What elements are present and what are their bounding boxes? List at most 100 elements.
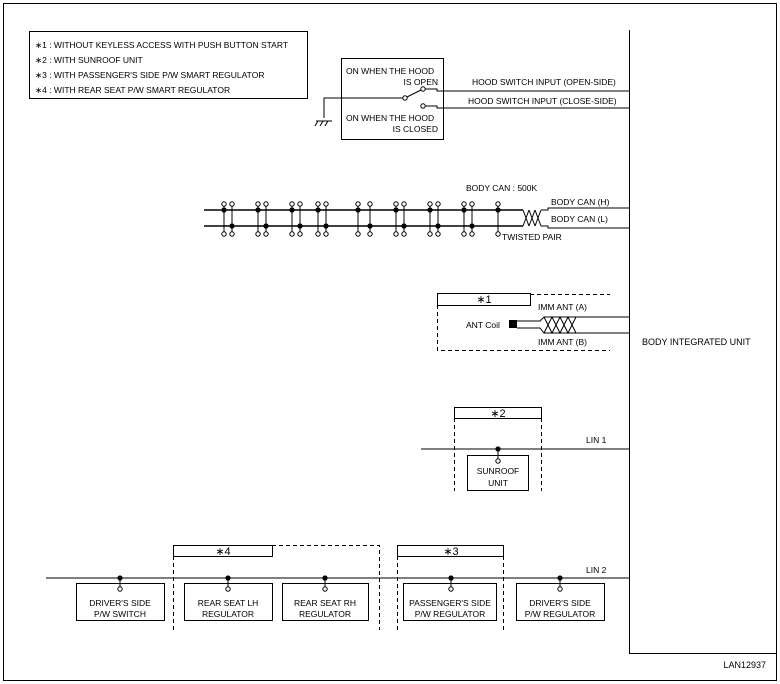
can-twisted-label: TWISTED PAIR (502, 232, 562, 242)
sunroof-label-2: UNIT (488, 478, 508, 488)
can-terminal (401, 201, 407, 207)
passenger-label-2: P/W REGULATOR (415, 609, 486, 619)
can-terminal (435, 231, 441, 237)
sunroof-terminal (495, 458, 501, 464)
rear-rh-label-1: REAR SEAT RH (294, 598, 356, 608)
hood-closed-label-1: ON WHEN THE HOOD (346, 113, 434, 123)
can-node (427, 207, 433, 213)
can-terminal (461, 231, 467, 237)
can-high-label: BODY CAN (H) (551, 197, 610, 207)
sunroof-label-1: SUNROOF (477, 466, 520, 476)
can-terminal (495, 201, 501, 207)
can-node (315, 207, 321, 213)
can-terminal (229, 201, 235, 207)
can-terminal (393, 231, 399, 237)
drivers-regulator-label-1: DRIVER'S SIDE (529, 598, 591, 608)
can-node (367, 223, 373, 229)
drivers-switch-label-2: P/W SWITCH (94, 609, 146, 619)
lin2-pass-condition: ∗3 (443, 546, 458, 558)
can-terminal (367, 201, 373, 207)
can-terminal (469, 201, 475, 207)
lin1-bus: ∗2 SUNROOF UNIT LIN 1 (421, 407, 629, 491)
imm-ant-a-label: IMM ANT (A) (538, 302, 587, 312)
outer-frame (3, 3, 777, 681)
can-terminal (435, 201, 441, 207)
can-low-out (541, 225, 629, 229)
drivers-switch-box (76, 583, 165, 621)
rear-rh-box (282, 583, 369, 621)
hood-closed-label-2: IS CLOSED (393, 124, 438, 134)
legend-item-4: ∗4 : WITH REAR SEAT P/W SMART REGULATOR (35, 85, 230, 95)
can-twist (522, 209, 542, 227)
can-speed-label: BODY CAN : 500K (466, 183, 538, 193)
drivers-switch-label-1: DRIVER'S SIDE (89, 598, 151, 608)
can-terminal (427, 201, 433, 207)
lin1-condition-box (454, 407, 542, 419)
can-node (401, 223, 407, 229)
hood-switch-box (341, 58, 444, 140)
ant-coil-symbol (509, 320, 517, 328)
can-terminal (221, 201, 227, 207)
lin2-rear-condition: ∗4 (215, 546, 230, 558)
can-node (221, 207, 227, 213)
can-low-label: BODY CAN (L) (551, 214, 608, 224)
can-high-out (541, 207, 629, 211)
imm-condition: ∗1 (476, 294, 491, 306)
can-node (435, 223, 441, 229)
can-terminal (495, 231, 501, 237)
lin2-rear-dashed-region (173, 545, 380, 630)
passenger-regulator-box (403, 583, 497, 621)
sunroof-unit-box (467, 455, 529, 491)
immobilizer-antenna: ∗1 IMM ANT (A) IMM ANT (B) ANT Coil (437, 293, 629, 351)
can-terminal (263, 201, 269, 207)
rear-rh-label-2: REGULATOR (299, 609, 351, 619)
body-integrated-unit-label: BODY INTEGRATED UNIT (642, 337, 751, 347)
can-node (263, 223, 269, 229)
can-terminal (461, 201, 467, 207)
hood-switch-open-contact (420, 86, 426, 92)
can-terminal (263, 231, 269, 237)
can-terminal (355, 231, 361, 237)
lin1-label: LIN 1 (586, 435, 607, 445)
can-terminal (255, 231, 261, 237)
can-terminal (229, 231, 235, 237)
legend: ∗1 : WITHOUT KEYLESS ACCESS WITH PUSH BU… (29, 31, 308, 99)
imm-wire-a (517, 316, 629, 322)
can-terminal (289, 231, 295, 237)
body-can-bus: BODY CAN : 500K BODY CAN (H) BODY CAN (L… (204, 183, 629, 242)
hood-input-close-label: HOOD SWITCH INPUT (CLOSE-SIDE) (468, 96, 617, 106)
figure-id: LAN12937 (723, 660, 766, 670)
can-terminal (393, 201, 399, 207)
legend-item-3: ∗3 : WITH PASSENGER'S SIDE P/W SMART REG… (35, 70, 264, 80)
lin1-condition: ∗2 (490, 408, 505, 420)
ant-coil-label: ANT Coil (466, 320, 500, 330)
legend-item-2: ∗2 : WITH SUNROOF UNIT (35, 55, 143, 65)
can-node (289, 207, 295, 213)
hood-switch: ON WHEN THE HOOD IS OPEN ON WHEN THE HOO… (314, 58, 629, 140)
can-terminal (427, 231, 433, 237)
imm-dashed-region (437, 294, 610, 351)
passenger-label-1: PASSENGER'S SIDE (409, 598, 491, 608)
can-terminal (315, 201, 321, 207)
lin2-bus: ∗4 ∗3 LIN 2 DRIVER'S SIDE P/W SWITCH REA… (46, 545, 629, 630)
hood-switch-closed-contact (420, 103, 426, 109)
drivers-regulator-box (516, 583, 605, 621)
rear-lh-label-1: REAR SEAT LH (198, 598, 259, 608)
can-terminal (401, 231, 407, 237)
can-terminal (469, 231, 475, 237)
hood-switch-blade (406, 89, 422, 98)
body-integrated-unit-outline (629, 30, 776, 654)
lin2-pass-dashed-region (397, 556, 504, 630)
can-terminal (297, 201, 303, 207)
body-integrated-unit: BODY INTEGRATED UNIT (629, 30, 776, 654)
legend-item-1: ∗1 : WITHOUT KEYLESS ACCESS WITH PUSH BU… (35, 40, 288, 50)
lin2-label: LIN 2 (586, 565, 607, 575)
hood-input-open-label: HOOD SWITCH INPUT (OPEN-SIDE) (472, 77, 616, 87)
imm-condition-box (437, 293, 531, 306)
can-node (461, 207, 467, 213)
hood-ground-wire (323, 97, 403, 118)
can-node (255, 207, 261, 213)
rear-lh-box (184, 583, 273, 621)
can-terminal (323, 201, 329, 207)
